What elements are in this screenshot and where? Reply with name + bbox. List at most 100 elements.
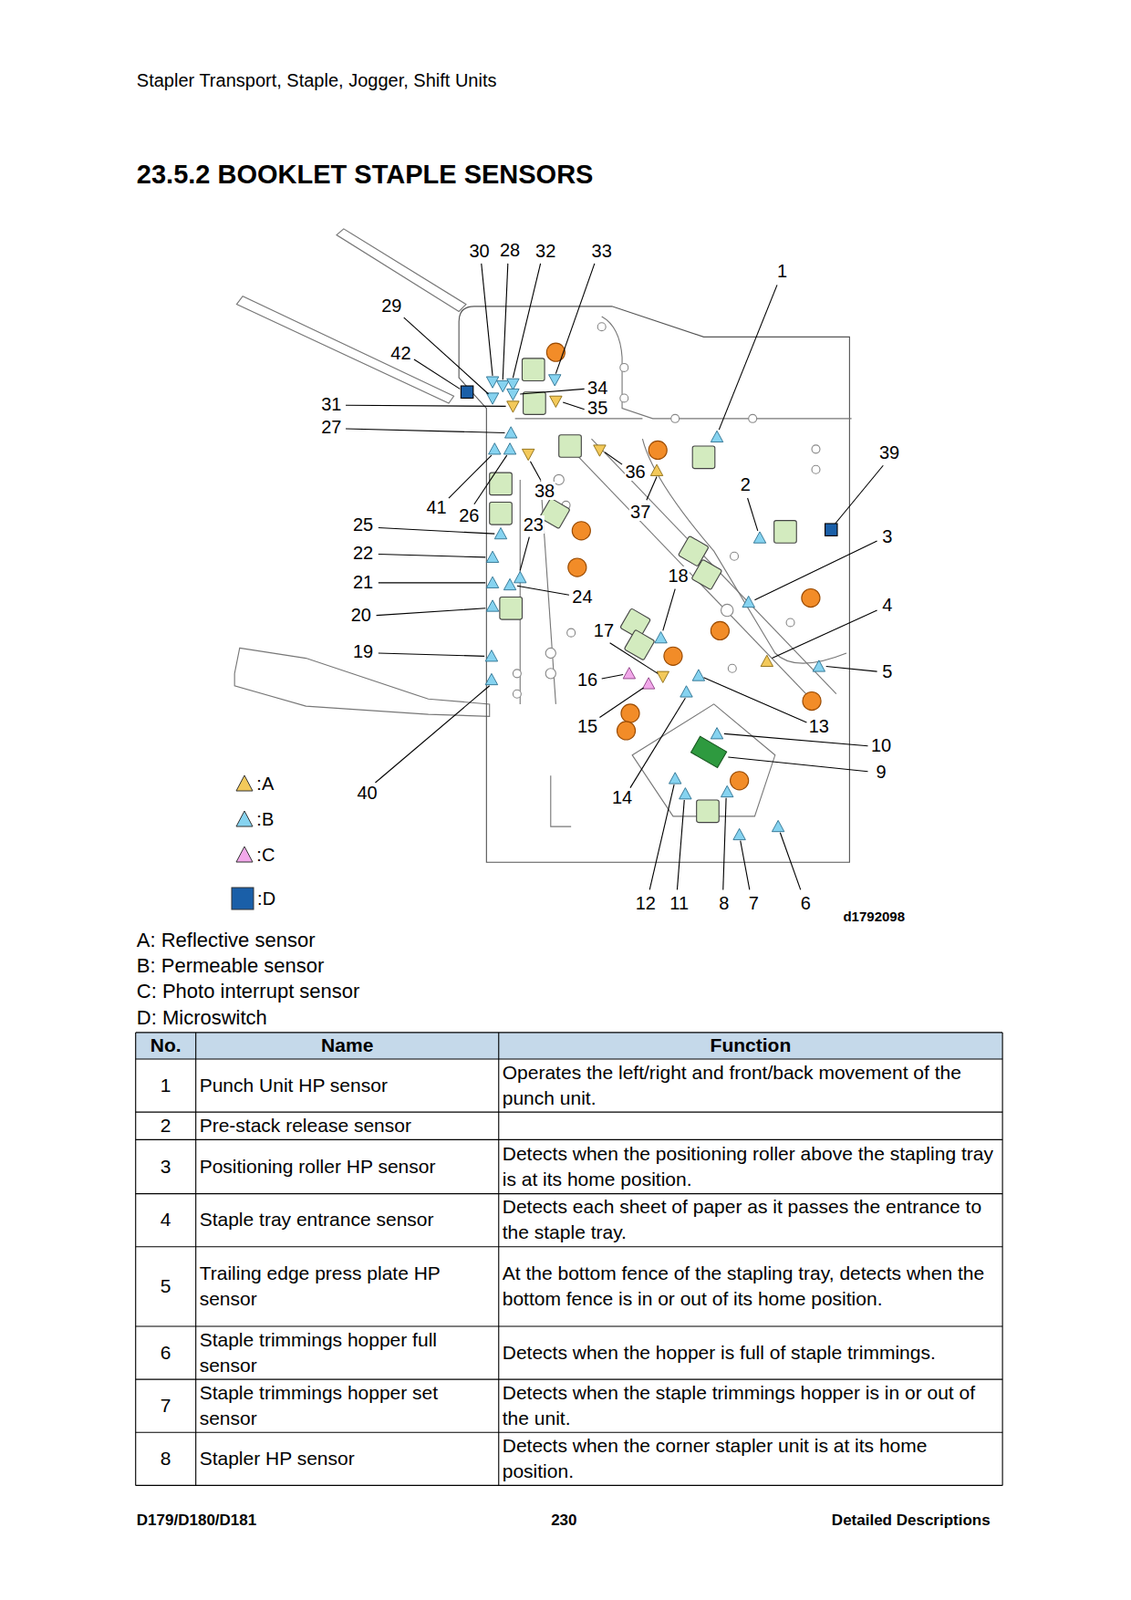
sensor-b — [742, 595, 755, 607]
callout-number: 33 — [591, 241, 613, 260]
legend-swatch — [230, 886, 255, 911]
motor — [801, 589, 820, 608]
roller — [721, 603, 734, 616]
table-cell: Detects each sheet of paper as it passes… — [502, 1193, 999, 1246]
table-cell: Positioning roller HP sensor — [199, 1139, 496, 1194]
lower-tray — [236, 296, 454, 404]
table-cell: 8 — [139, 1431, 193, 1485]
callout-number: 34 — [586, 378, 609, 397]
sensor-a — [507, 401, 519, 413]
callout-number: 8 — [717, 893, 730, 913]
leader-line — [649, 784, 675, 890]
leader-line — [724, 733, 869, 746]
legend-description: A: Reflective sensor — [136, 929, 316, 952]
roller — [811, 465, 820, 474]
callout-number: 16 — [576, 670, 599, 689]
legend-description: D: Microswitch — [136, 1006, 268, 1029]
roller — [620, 394, 629, 403]
table-cell: 5 — [139, 1245, 193, 1326]
callout-number: 42 — [389, 343, 412, 363]
sensor-b — [488, 443, 501, 455]
roller — [730, 551, 739, 561]
leader-line — [502, 263, 509, 380]
stapling-tray — [570, 448, 816, 705]
sensor-b — [497, 380, 509, 392]
sensor-b — [486, 376, 499, 388]
motor — [710, 621, 729, 640]
callout-number: 28 — [498, 240, 521, 260]
legend-swatch-shape — [236, 775, 253, 791]
leader-line — [404, 317, 489, 395]
leader-line — [378, 653, 485, 656]
motor — [621, 704, 640, 723]
sensor-a — [760, 654, 773, 666]
motor — [568, 558, 587, 577]
sensor-b — [679, 788, 692, 799]
sensor-b — [549, 374, 561, 386]
sensor-b — [503, 578, 516, 590]
leader-line — [610, 643, 659, 675]
callout-number: 6 — [799, 893, 812, 913]
callout-number: 18 — [666, 566, 689, 585]
paper-path — [601, 316, 852, 419]
sensor-b — [692, 669, 705, 681]
leader-line — [663, 589, 675, 632]
table-header-band — [135, 1032, 1003, 1059]
leader-line — [448, 455, 492, 499]
table-cell: 1 — [139, 1058, 193, 1112]
sensor-a — [650, 464, 663, 476]
paper-path — [515, 417, 644, 419]
sensor-a — [521, 448, 534, 460]
callout-number: 37 — [629, 502, 652, 521]
table-rule — [135, 1431, 1003, 1433]
table-cell: 4 — [139, 1193, 193, 1246]
leader-line — [601, 674, 623, 678]
leader-line — [562, 402, 584, 410]
table-cell: 6 — [139, 1326, 193, 1380]
leader-line — [378, 527, 495, 534]
callout-number: 25 — [352, 515, 374, 534]
leader-line — [723, 798, 727, 891]
leader-line — [826, 666, 878, 673]
table-cell: Punch Unit HP sensor — [199, 1058, 496, 1112]
sensor-b — [485, 650, 498, 662]
leader-line — [345, 428, 505, 433]
sensor-b — [753, 531, 766, 543]
motor — [546, 342, 565, 362]
callout-number: 20 — [350, 605, 373, 624]
stapling-tray — [591, 438, 837, 695]
leader-line — [704, 677, 808, 723]
legend-swatch — [235, 809, 254, 829]
leader-line — [519, 537, 530, 571]
running-header: Stapler Transport, Staple, Jogger, Shift… — [136, 70, 498, 91]
solenoid — [692, 446, 716, 469]
motor — [664, 646, 683, 665]
leader-line — [630, 697, 685, 788]
leader-line — [414, 359, 460, 389]
sensor-a — [549, 395, 562, 407]
roller — [512, 689, 521, 698]
sensor-c — [622, 667, 635, 679]
callout-number: 32 — [534, 241, 557, 260]
leader-line — [481, 263, 493, 376]
legend-swatch — [235, 774, 254, 793]
callout-number: 12 — [634, 893, 657, 913]
sensor-a — [593, 445, 606, 457]
sensor-b — [680, 685, 693, 697]
sensor-b — [485, 673, 498, 685]
figure-code: d1792098 — [842, 909, 905, 924]
roller — [545, 668, 556, 679]
leader-line — [555, 263, 594, 374]
footer-section: Detailed Descriptions — [831, 1512, 991, 1528]
leader-line — [474, 455, 508, 505]
callout-number: 31 — [320, 394, 343, 414]
leader-line — [740, 840, 750, 891]
leader-line — [718, 284, 778, 430]
sensor-b — [486, 550, 499, 562]
callout-number: 36 — [623, 462, 646, 481]
sensor-b — [721, 785, 734, 797]
motor — [616, 721, 635, 740]
callout-number: 26 — [457, 506, 480, 525]
solenoid — [691, 559, 723, 591]
footer-model: D179/D180/D181 — [136, 1512, 257, 1528]
